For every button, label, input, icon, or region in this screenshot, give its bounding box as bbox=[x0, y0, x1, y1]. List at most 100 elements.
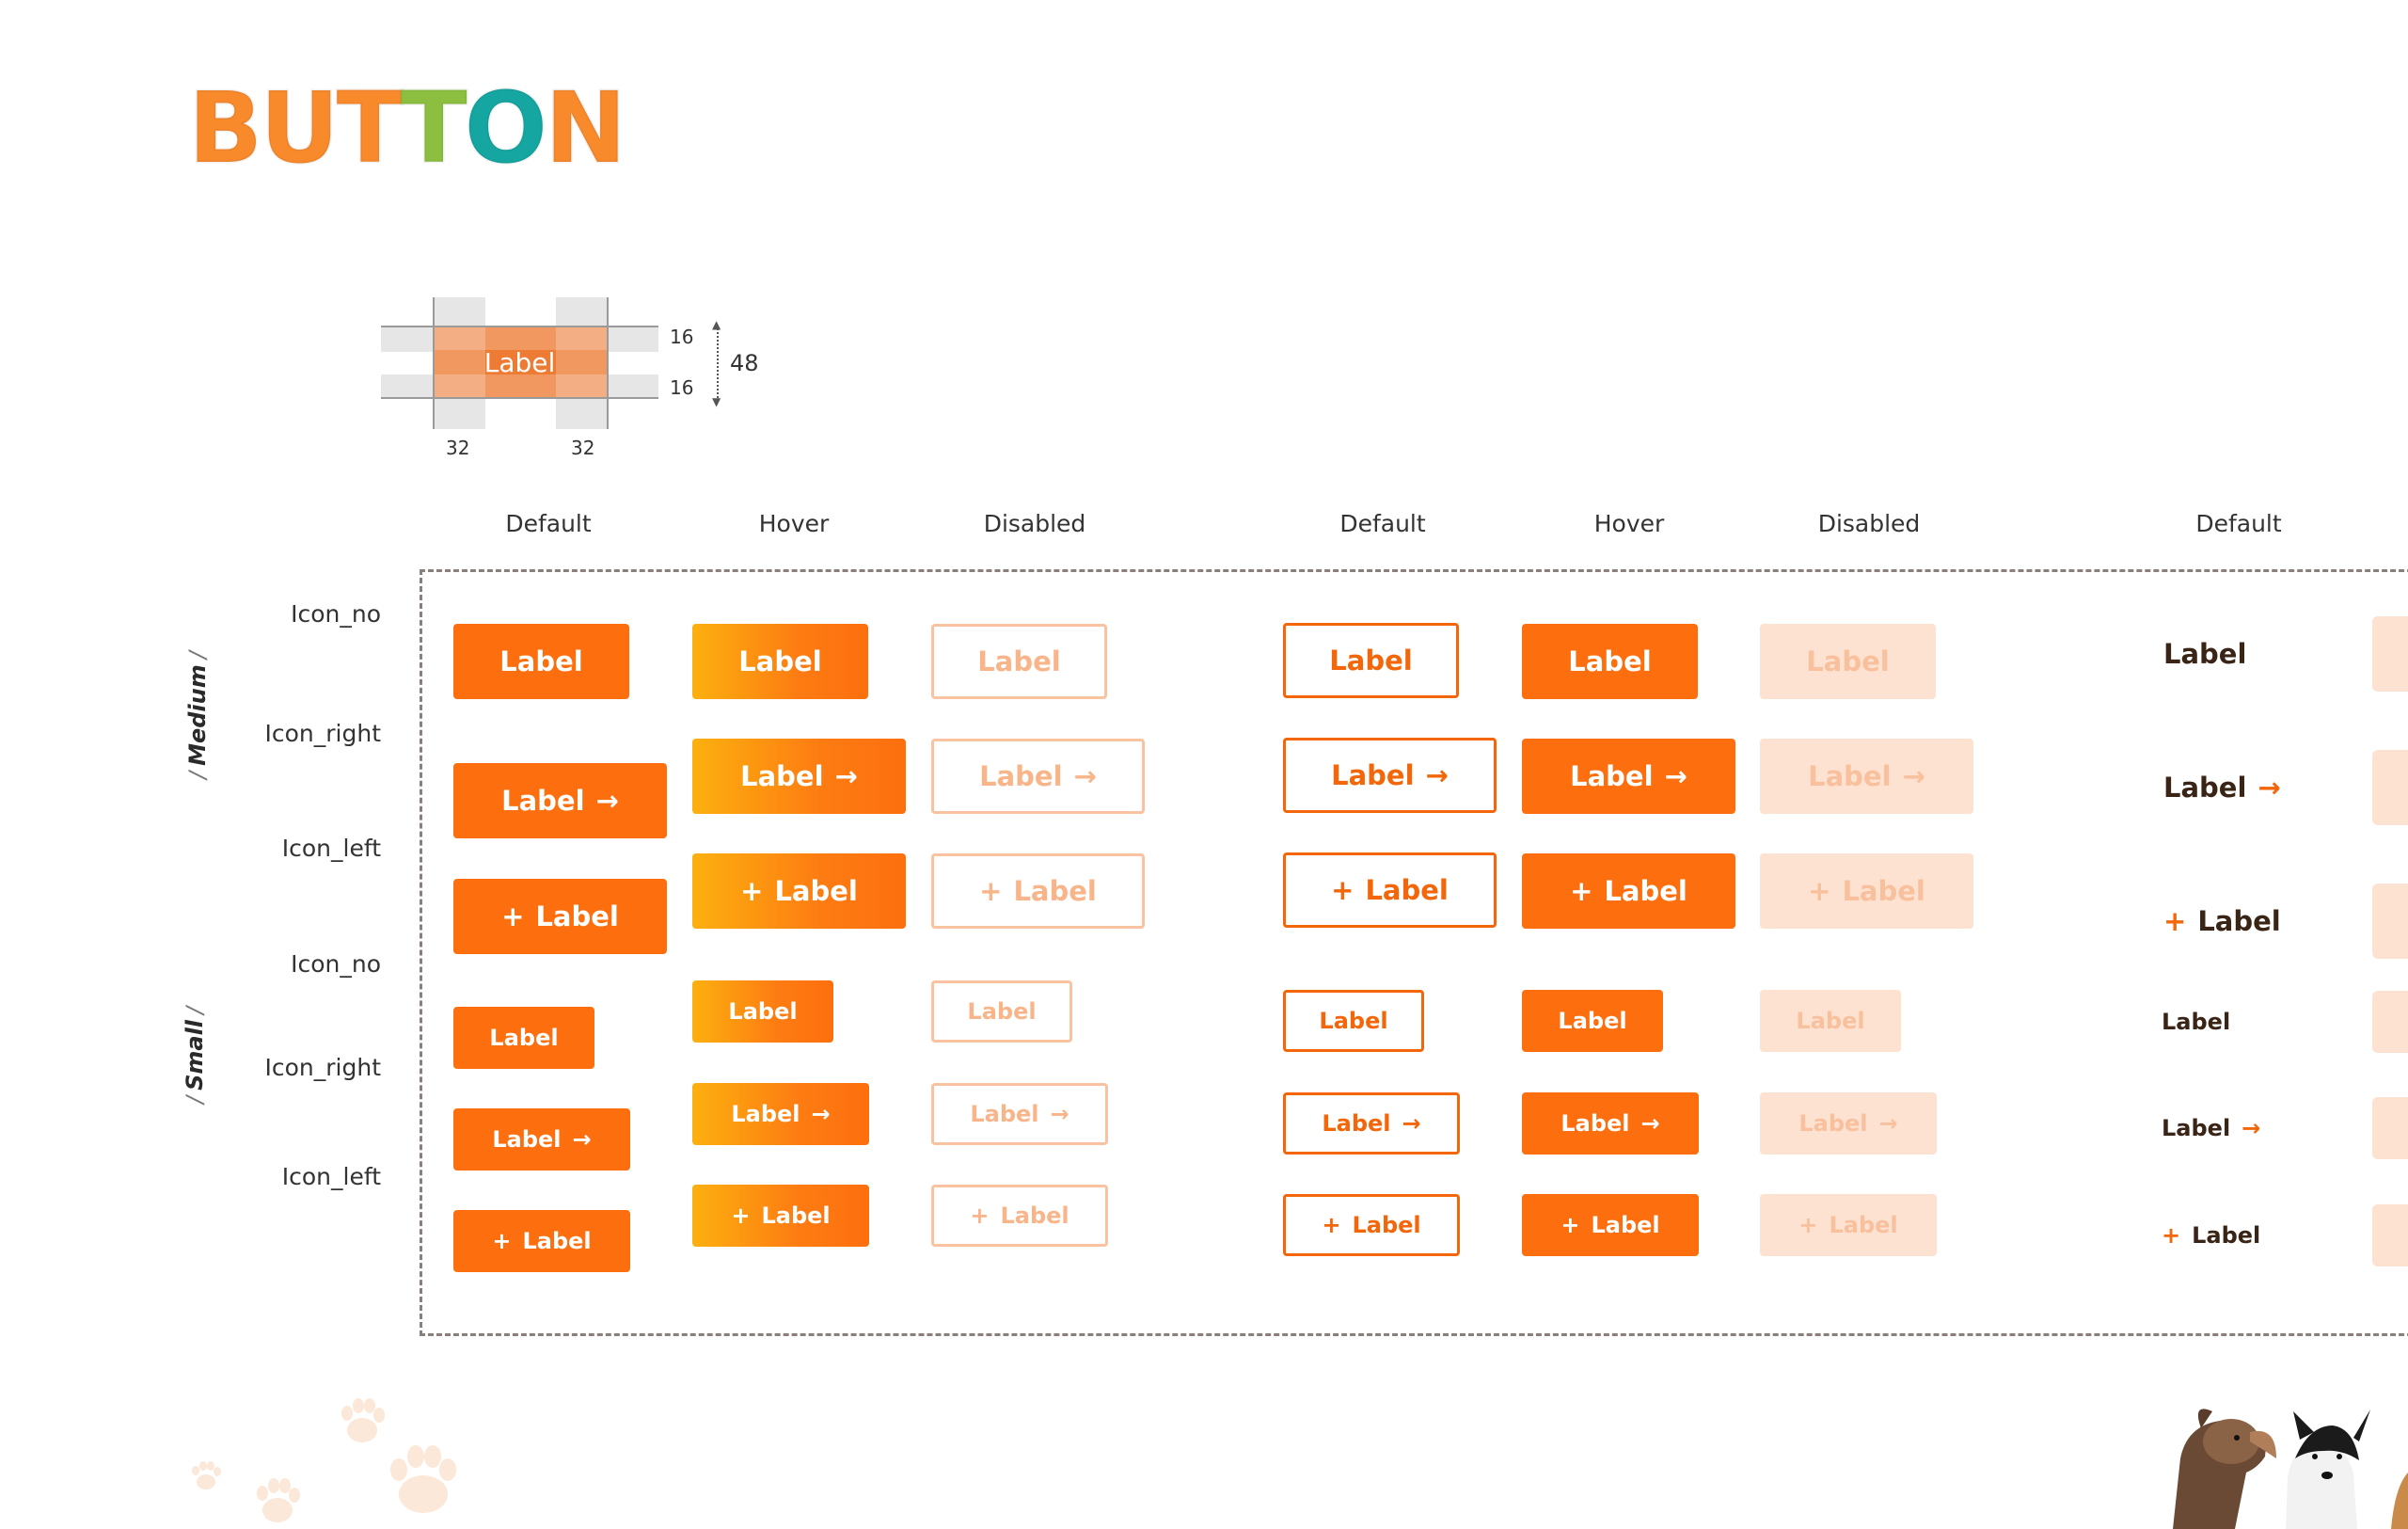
col-header-outline-hover: Hover bbox=[1593, 510, 1665, 537]
next-column-button-edge bbox=[2372, 1097, 2408, 1159]
fill-hover-sm-icon-right-button[interactable]: Label→ bbox=[692, 1083, 869, 1145]
plus-icon: + bbox=[970, 1202, 990, 1229]
outline-default-md-icon-left-button[interactable]: +Label bbox=[1283, 852, 1497, 928]
arrow-right-icon: → bbox=[1878, 1110, 1898, 1137]
row-label-sm-icon-left: Icon_left bbox=[281, 1163, 381, 1190]
arrow-right-icon: → bbox=[1902, 760, 1925, 792]
fill-default-md-icon-right-button[interactable]: Label→ bbox=[453, 763, 667, 838]
outline-default-md-button[interactable]: Label bbox=[1283, 623, 1459, 698]
outline-disabled-sm-icon-right-button: Label→ bbox=[1760, 1092, 1937, 1155]
plus-icon: + bbox=[1798, 1212, 1818, 1238]
title-letter: B bbox=[186, 71, 263, 185]
text-default-sm-icon-left-button[interactable]: +Label bbox=[2162, 1222, 2261, 1249]
outline-hover-sm-icon-right-button[interactable]: Label→ bbox=[1522, 1092, 1699, 1155]
row-label-md-icon-right: Icon_right bbox=[264, 720, 382, 747]
outline-default-sm-icon-left-button[interactable]: +Label bbox=[1283, 1194, 1460, 1256]
arrow-right-icon: → bbox=[572, 1126, 592, 1153]
arrow-right-icon: → bbox=[811, 1101, 831, 1127]
plus-icon: + bbox=[731, 1202, 751, 1229]
outline-disabled-sm-button: Label bbox=[1760, 990, 1901, 1052]
arrow-right-icon: → bbox=[834, 760, 858, 792]
fill-default-md-icon-left-button[interactable]: +Label bbox=[453, 879, 667, 954]
fill-hover-md-icon-right-button[interactable]: Label→ bbox=[692, 739, 906, 814]
plus-icon: + bbox=[740, 875, 764, 907]
fill-hover-sm-button[interactable]: Label bbox=[692, 980, 833, 1043]
spec-padding-right: 32 bbox=[571, 437, 595, 459]
outline-hover-md-icon-right-button[interactable]: Label→ bbox=[1522, 739, 1735, 814]
outline-disabled-md-button: Label bbox=[1760, 624, 1936, 699]
text-default-sm-icon-right-button[interactable]: Label→ bbox=[2162, 1115, 2261, 1141]
row-label-md-icon-left: Icon_left bbox=[281, 835, 381, 862]
plus-icon: + bbox=[1808, 875, 1831, 907]
text-default-sm-button[interactable]: Label bbox=[2162, 1009, 2231, 1035]
plus-icon: + bbox=[1560, 1212, 1580, 1238]
col-header-fill-default: Default bbox=[505, 510, 592, 537]
arrow-down-icon: ▼ bbox=[712, 395, 721, 408]
next-column-button-edge bbox=[2372, 750, 2408, 825]
plus-icon: + bbox=[2162, 1222, 2181, 1249]
outline-default-sm-button[interactable]: Label bbox=[1283, 990, 1424, 1052]
fill-hover-md-icon-left-button[interactable]: +Label bbox=[692, 853, 906, 929]
text-default-md-icon-left-button[interactable]: +Label bbox=[2163, 905, 2281, 937]
title-letter: T bbox=[399, 71, 468, 185]
plus-icon: + bbox=[1322, 1212, 1341, 1238]
fill-disabled-md-button: Label bbox=[931, 624, 1107, 699]
dogs-illustration bbox=[2173, 1409, 2408, 1529]
fill-disabled-sm-icon-right-button: Label→ bbox=[931, 1083, 1108, 1145]
spec-padding-top: 16 bbox=[670, 326, 694, 348]
title-letter: U bbox=[259, 71, 341, 185]
outline-disabled-md-icon-left-button: +Label bbox=[1760, 853, 1973, 929]
col-header-fill-hover: Hover bbox=[758, 510, 830, 537]
button-matrix-frame bbox=[420, 569, 2408, 1336]
arrow-right-icon: → bbox=[1402, 1110, 1421, 1137]
fill-disabled-md-icon-left-button: +Label bbox=[931, 853, 1145, 929]
arrow-right-icon: → bbox=[1050, 1101, 1069, 1127]
col-header-outline-disabled: Disabled bbox=[1817, 510, 1921, 537]
plus-icon: + bbox=[1570, 875, 1593, 907]
arrow-up-icon: ▲ bbox=[712, 318, 721, 331]
outline-disabled-sm-icon-left-button: +Label bbox=[1760, 1194, 1937, 1256]
fill-default-sm-icon-left-button[interactable]: +Label bbox=[453, 1210, 630, 1272]
outline-hover-md-button[interactable]: Label bbox=[1522, 624, 1698, 699]
col-header-outline-default: Default bbox=[1339, 510, 1426, 537]
plus-icon: + bbox=[2163, 905, 2187, 937]
row-label-md-icon-no: Icon_no bbox=[291, 600, 381, 628]
title-letter: T bbox=[335, 71, 404, 185]
spec-padding-left: 32 bbox=[446, 437, 470, 459]
spec-button: Label bbox=[433, 326, 607, 399]
plus-icon: + bbox=[492, 1228, 512, 1254]
button-spec-diagram: Label bbox=[381, 297, 658, 429]
fill-hover-sm-icon-left-button[interactable]: +Label bbox=[692, 1185, 869, 1247]
plus-icon: + bbox=[979, 875, 1003, 907]
row-label-sm-icon-right: Icon_right bbox=[264, 1054, 382, 1081]
outline-hover-sm-button[interactable]: Label bbox=[1522, 990, 1663, 1052]
row-label-sm-icon-no: Icon_no bbox=[291, 950, 381, 978]
plus-icon: + bbox=[501, 900, 525, 932]
title-letter: O bbox=[463, 71, 548, 185]
fill-default-sm-icon-right-button[interactable]: Label→ bbox=[453, 1108, 630, 1171]
arrow-right-icon: → bbox=[2242, 1115, 2261, 1141]
fill-disabled-sm-icon-left-button: +Label bbox=[931, 1185, 1108, 1247]
title-letter: N bbox=[544, 71, 628, 185]
col-header-fill-disabled: Disabled bbox=[983, 510, 1086, 537]
fill-disabled-md-icon-right-button: Label→ bbox=[931, 739, 1145, 814]
outline-default-sm-icon-right-button[interactable]: Label→ bbox=[1283, 1092, 1460, 1155]
arrow-right-icon: → bbox=[1425, 759, 1449, 791]
text-default-md-icon-right-button[interactable]: Label→ bbox=[2163, 772, 2281, 804]
spec-button-label: Label bbox=[483, 346, 556, 378]
outline-disabled-md-icon-right-button: Label→ bbox=[1760, 739, 1973, 814]
text-default-md-button[interactable]: Label bbox=[2163, 638, 2247, 670]
outline-hover-md-icon-left-button[interactable]: +Label bbox=[1522, 853, 1735, 929]
fill-hover-md-button[interactable]: Label bbox=[692, 624, 868, 699]
fill-default-sm-button[interactable]: Label bbox=[453, 1007, 594, 1069]
height-dimension-line bbox=[717, 326, 719, 401]
outline-default-md-icon-right-button[interactable]: Label→ bbox=[1283, 738, 1497, 813]
next-column-button-edge bbox=[2372, 616, 2408, 692]
spec-height: 48 bbox=[730, 350, 759, 376]
next-column-button-edge bbox=[2372, 991, 2408, 1053]
next-column-button-edge bbox=[2372, 1204, 2408, 1266]
arrow-right-icon: → bbox=[1073, 760, 1097, 792]
paw-prints-decoration bbox=[192, 1398, 456, 1522]
fill-default-md-button[interactable]: Label bbox=[453, 624, 629, 699]
outline-hover-sm-icon-left-button[interactable]: +Label bbox=[1522, 1194, 1699, 1256]
